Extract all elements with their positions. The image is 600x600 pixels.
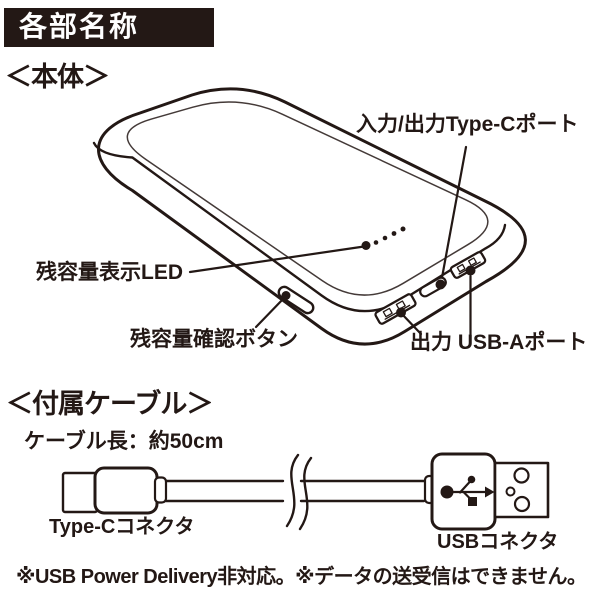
leader-line-button bbox=[254, 295, 287, 329]
cable-length-text: ケーブル長：約50cm bbox=[24, 430, 224, 453]
cable-illustration bbox=[61, 452, 550, 531]
label-typec-port: 入力/出力Type-Cポート bbox=[356, 113, 579, 136]
cable-section-heading: ＜付属ケーブル＞ bbox=[6, 389, 213, 419]
usba-port-2-shape bbox=[449, 251, 487, 279]
label-usb-connector: USBコネクタ bbox=[437, 531, 559, 553]
leader-dots bbox=[281, 241, 476, 318]
power-bank-illustration bbox=[92, 87, 527, 346]
usb-trident-icon bbox=[440, 475, 495, 506]
page-title: 各部名称 bbox=[19, 11, 140, 43]
device-body-outline bbox=[97, 87, 527, 346]
device-edge-crease bbox=[92, 141, 507, 313]
leader-line-usba-1 bbox=[399, 311, 423, 336]
label-usba-port: 出力 USB-Aポート bbox=[410, 331, 588, 354]
section-banner: 各部名称 bbox=[4, 8, 214, 47]
cable-line-left bbox=[164, 479, 285, 503]
leader-line-led bbox=[188, 245, 366, 274]
battery-led-dots bbox=[373, 226, 406, 245]
device-section-heading: ＜本体＞ bbox=[5, 62, 110, 92]
leader-line-typec-port bbox=[439, 145, 468, 285]
typec-connector-shape bbox=[61, 466, 168, 515]
cable-break-mark bbox=[285, 453, 313, 531]
device-top-bevel bbox=[126, 101, 489, 296]
label-battery-button: 残容量確認ボタン bbox=[130, 328, 298, 351]
label-battery-led: 残容量表示LED bbox=[36, 261, 183, 284]
footnote-text: ※USB Power Delivery非対応。※データの送受信はできません。 bbox=[16, 566, 587, 588]
cable-line-right bbox=[299, 479, 426, 503]
usb-connector-shape bbox=[423, 452, 550, 531]
label-typec-connector: Type-Cコネクタ bbox=[49, 516, 195, 538]
